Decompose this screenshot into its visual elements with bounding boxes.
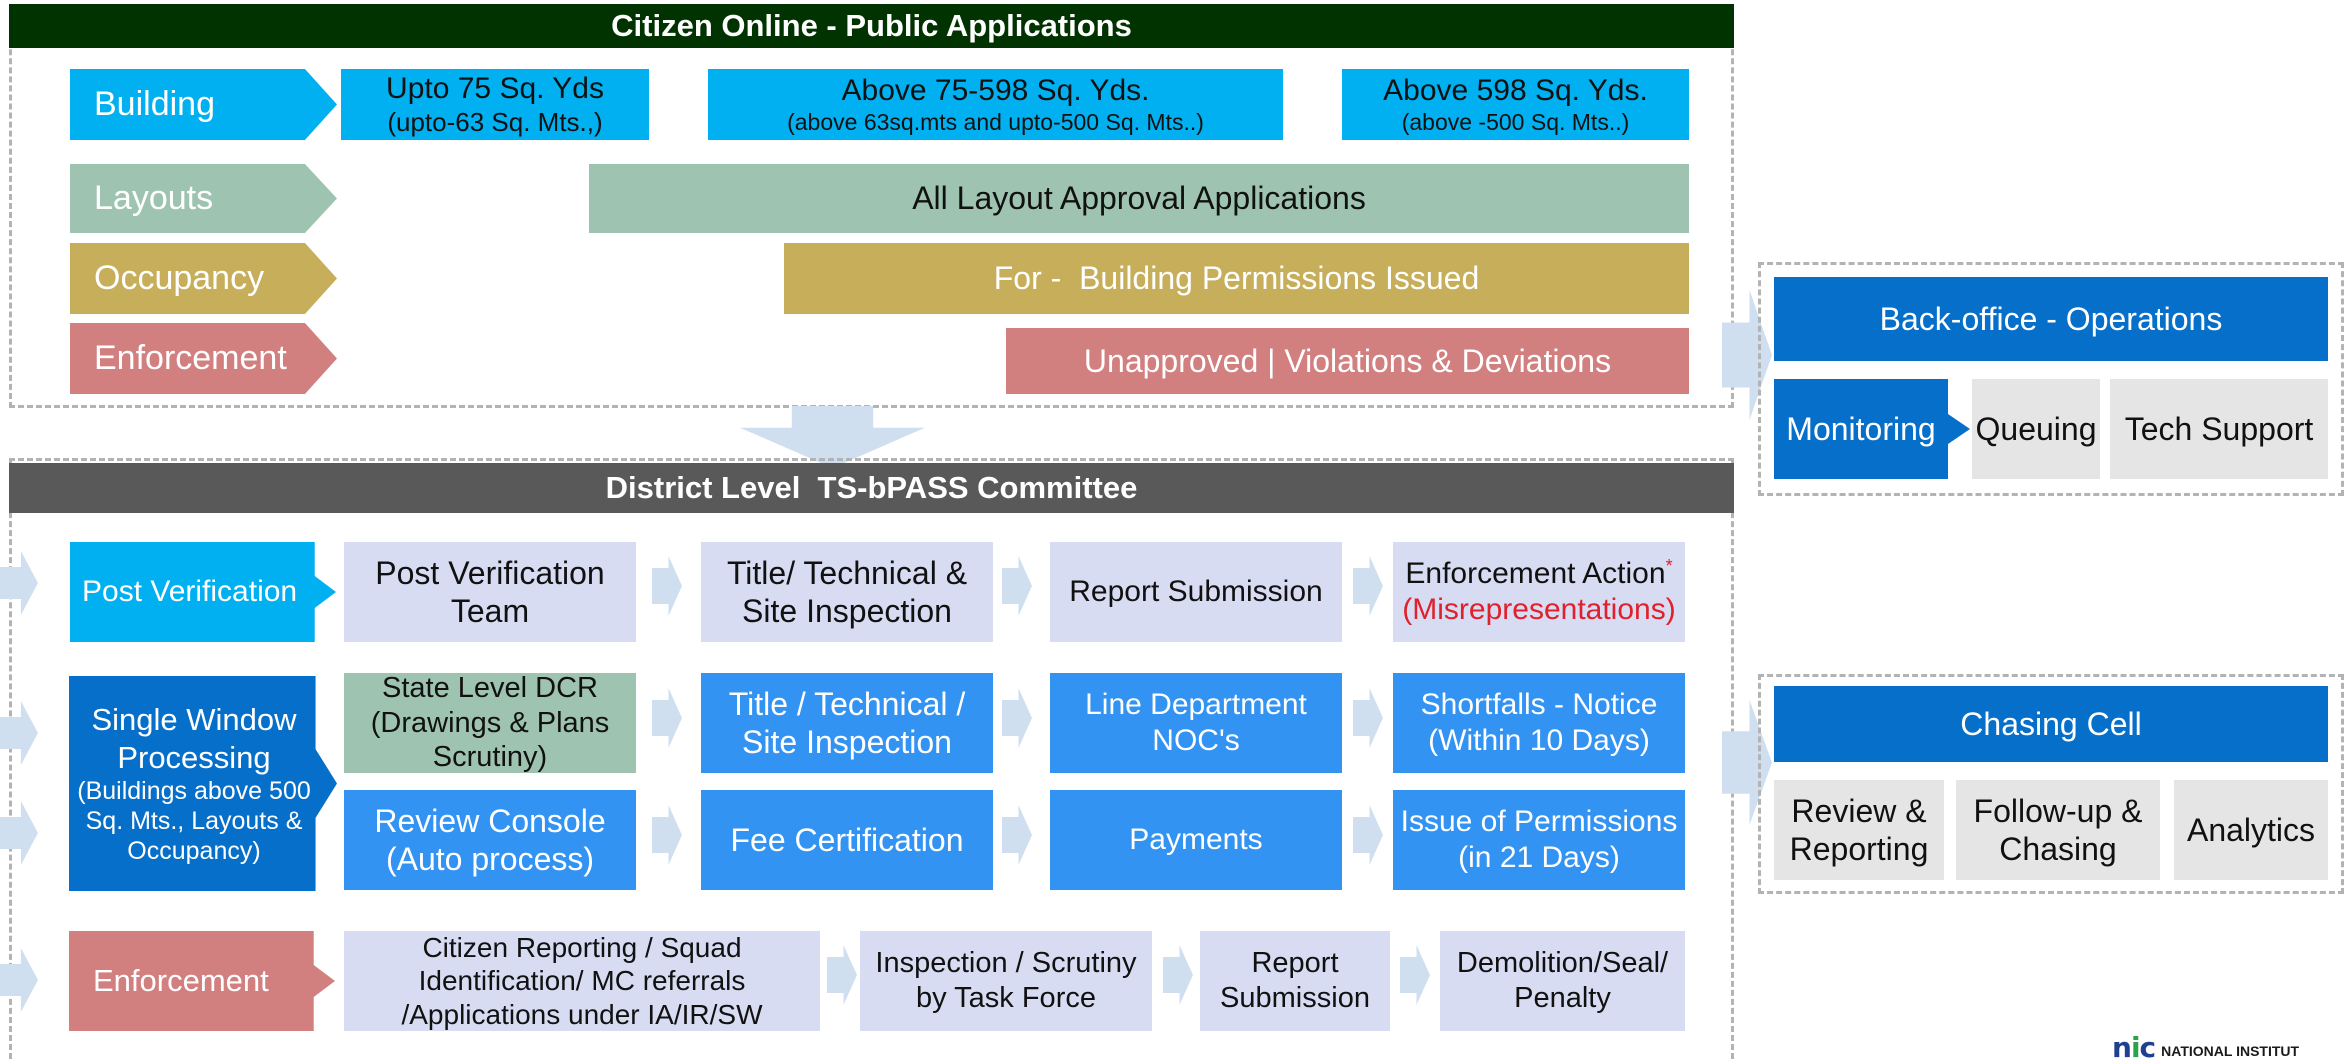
step-text: Demolition/Seal/ Penalty [1456,947,1669,1014]
layouts-bar-text: All Layout Approval Applications [912,180,1366,217]
enforcement-tag: Enforcement [69,931,335,1031]
title-technical-site-box-2: Title / Technical / Site Inspection [701,673,993,773]
citizen-reporting-box: Citizen Reporting / Squad Identification… [344,931,820,1031]
step-text: Post Verification Team [375,554,605,629]
chasing-item-text: Analytics [2186,811,2316,848]
state-dcr-box: State Level DCR (Drawings & Plans Scruti… [344,671,636,774]
queuing-text: Queuing [1975,410,2097,447]
monitoring-box: Monitoring [1774,379,1948,479]
step-text: Shortfalls - Notice (Within 10 Days) [1420,688,1658,757]
demolition-seal-box: Demolition/Seal/ Penalty [1440,931,1685,1031]
report-submission-box: Report Submission [1050,542,1342,642]
enforcement-category-label: Enforcement [94,339,287,377]
step-text: Title/ Technical & Site Inspection [726,554,968,629]
issue-permissions-box: Issue of Permissions (in 21 Days) [1393,790,1685,890]
single-window-label: Single Window Processing [91,702,297,775]
occupancy-category-tag: Occupancy [70,243,337,314]
queuing-box: Queuing [1972,379,2100,479]
nic-logo: nic NATIONAL INSTITUT [2112,1036,2348,1059]
chasing-item-text: Review & Reporting [1789,792,1929,867]
step-text: Title / Technical / Site Inspection [728,685,966,760]
analytics-box: Analytics [2174,780,2328,880]
post-verification-label: Post Verification [82,575,298,608]
step-text: State Level DCR (Drawings & Plans Scruti… [370,671,610,774]
chasing-title: Chasing Cell [1960,705,2142,742]
layouts-category-tag: Layouts [70,164,337,233]
building-slab-upto-75: Upto 75 Sq. Yds (upto-63 Sq. Mts.,) [341,69,649,140]
building-slab-above-598: Above 598 Sq. Yds. (above -500 Sq. Mts..… [1342,69,1689,140]
review-reporting-box: Review & Reporting [1774,780,1944,880]
backoffice-title: Back-office - Operations [1879,300,2223,337]
step-text: Fee Certification [730,821,964,858]
step-text: Report Submission [1069,575,1323,608]
occupancy-category-label: Occupancy [94,259,265,297]
occupancy-bar-text: For - Building Permissions Issued [993,260,1480,297]
citizen-online-header: Citizen Online - Public Applications [9,4,1734,48]
nic-logo-text: NATIONAL INSTITUT [2161,1043,2300,1059]
building-category-label: Building [94,85,215,123]
follow-up-chasing-box: Follow-up & Chasing [1956,780,2160,880]
enforcement-action-text: Enforcement Action [1405,557,1666,590]
misrepresentations-text: (Misrepresentations) [1402,593,1676,626]
step-text: Citizen Reporting / Squad Identification… [401,931,763,1030]
slab-sub-text: (upto-63 Sq. Mts.,) [387,106,603,137]
tech-support-text: Tech Support [2124,410,2314,447]
shortfalls-notice-box: Shortfalls - Notice (Within 10 Days) [1393,673,1685,773]
enforcement-action-box: Enforcement Action* (Misrepresentations) [1393,542,1685,642]
payments-box: Payments [1050,790,1342,890]
inspection-scrutiny-box: Inspection / Scrutiny by Task Force [860,931,1152,1031]
single-window-sublabel: (Buildings above 500 Sq. Mts., Layouts &… [77,776,311,865]
layouts-bar: All Layout Approval Applications [589,164,1689,233]
slab-main-text: Upto 75 Sq. Yds [386,71,604,105]
layouts-category-label: Layouts [94,179,214,217]
backoffice-frame [1758,262,2344,496]
building-slab-75-598: Above 75-598 Sq. Yds. (above 63sq.mts an… [708,69,1283,140]
asterisk-mark: * [1665,556,1673,576]
committee-header: District Level TS-bPASS Committee [9,463,1734,513]
step-text: Review Console (Auto process) [374,802,606,877]
tech-support-box: Tech Support [2110,379,2328,479]
chasing-frame [1758,674,2344,894]
backoffice-header: Back-office - Operations [1774,277,2328,361]
enforcement-bar-text: Unapproved | Violations & Deviations [1083,342,1612,379]
enforcement-report-box: Report Submission [1200,931,1390,1031]
review-console-box: Review Console (Auto process) [344,790,636,890]
slab-main-text: Above 75-598 Sq. Yds. [841,73,1150,107]
step-text: Report Submission [1220,947,1370,1014]
building-category-tag: Building [70,69,337,140]
fee-certification-box: Fee Certification [701,790,993,890]
slab-main-text: Above 598 Sq. Yds. [1383,73,1648,107]
title-technical-site-box: Title/ Technical & Site Inspection [701,542,993,642]
post-verification-team-box: Post Verification Team [344,542,636,642]
enforcement-label: Enforcement [93,963,269,998]
step-text: Line Department NOC's [1085,688,1307,757]
chasing-item-text: Follow-up & Chasing [1973,792,2143,867]
slab-sub-text: (above 63sq.mts and upto-500 Sq. Mts..) [787,108,1204,135]
citizen-online-title: Citizen Online - Public Applications [611,8,1132,43]
line-department-noc-box: Line Department NOC's [1050,673,1342,773]
step-text: Inspection / Scrutiny by Task Force [875,947,1137,1014]
slab-sub-text: (above -500 Sq. Mts..) [1401,108,1630,135]
chasing-header: Chasing Cell [1774,686,2328,762]
committee-title: District Level TS-bPASS Committee [605,470,1138,505]
occupancy-bar: For - Building Permissions Issued [784,243,1689,314]
enforcement-category-tag: Enforcement [70,323,337,394]
monitoring-text: Monitoring [1786,410,1936,447]
nic-logo-mark: nic [2112,1036,2156,1059]
single-window-tag: Single Window Processing (Buildings abov… [69,676,337,891]
step-text: Payments [1129,823,1263,856]
step-text: Issue of Permissions (in 21 Days) [1400,805,1678,874]
enforcement-action-main: Enforcement Action* [1405,556,1672,592]
enforcement-bar: Unapproved | Violations & Deviations [1006,328,1689,394]
post-verification-tag: Post Verification [70,542,336,642]
